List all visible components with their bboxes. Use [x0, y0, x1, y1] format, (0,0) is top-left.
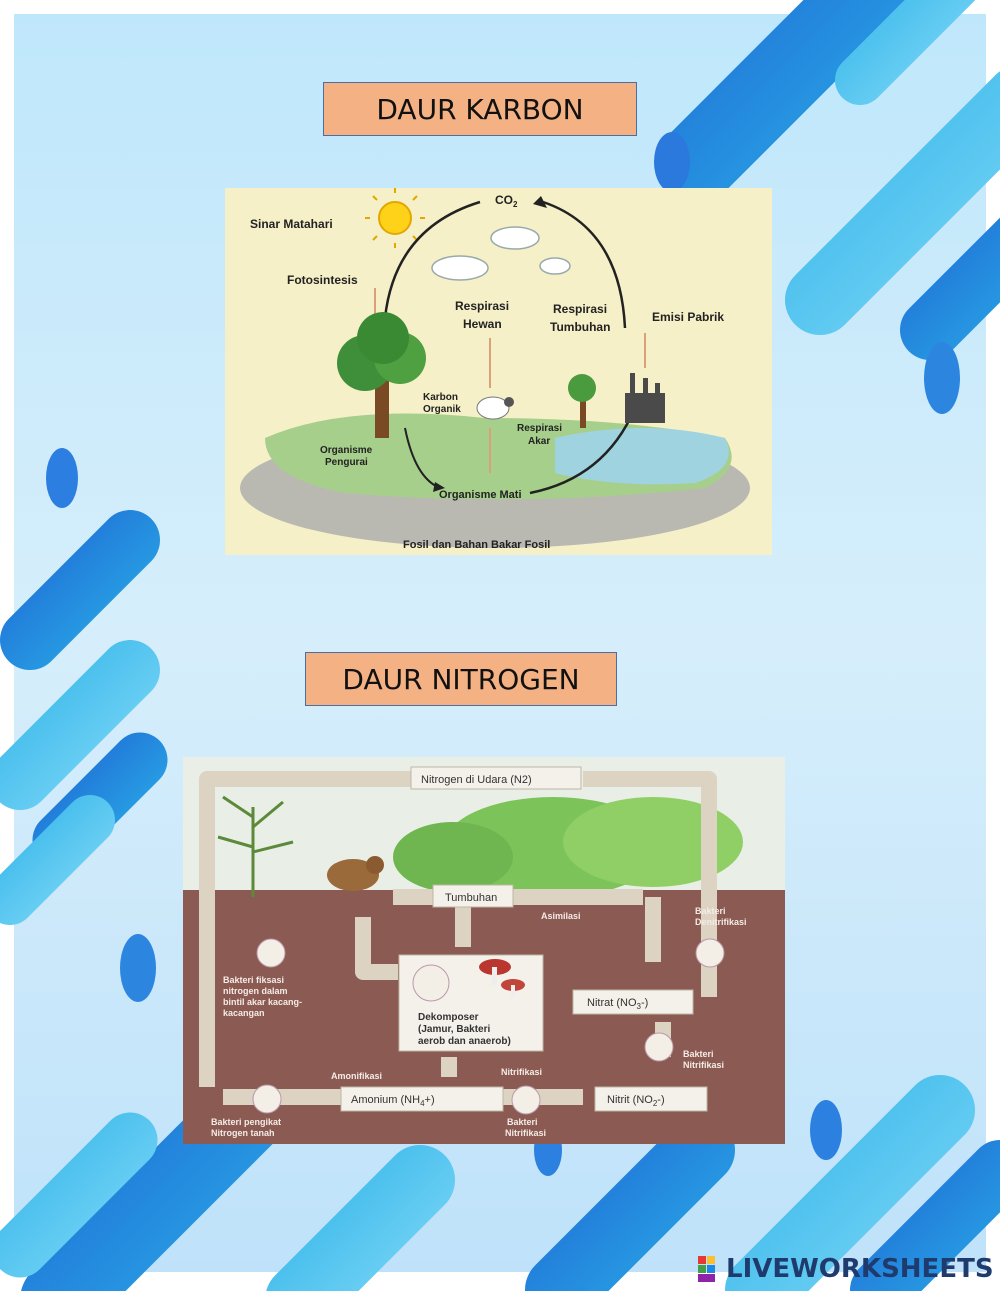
label-bakteri-denitrifikasi-1: Bakteri	[695, 906, 726, 916]
bacteria-icon	[644, 1032, 674, 1062]
bacteria-icon	[256, 938, 286, 968]
label-nitrit: Nitrit (NO2-)	[607, 1094, 665, 1108]
label-organisme-pengurai-1: Organisme	[320, 445, 373, 456]
nitrogen-cycle-svg: Nitrogen di Udara (N2) Tumbuhan Dekompos…	[183, 757, 785, 1144]
label-respirasi-akar-1: Respirasi	[517, 423, 562, 434]
cloud-icon	[431, 226, 571, 281]
mushroom-icon	[479, 959, 525, 997]
title-daur-nitrogen-text: DAUR NITROGEN	[342, 662, 580, 696]
label-bakteri-nitrifikasi-b-2: Nitrifikasi	[683, 1060, 724, 1070]
small-tree-icon	[568, 374, 596, 428]
label-nitrifikasi: Nitrifikasi	[501, 1067, 542, 1077]
bacteria-icon	[252, 1084, 282, 1114]
label-respirasi-hewan-1: Respirasi	[455, 299, 509, 313]
factory-icon	[625, 373, 665, 423]
label-nitrat: Nitrat (NO3-)	[587, 997, 648, 1011]
label-bakteri-fiksasi-3: bintil akar kacang-	[223, 997, 302, 1007]
label-bakteri-fiksasi-2: nitrogen dalam	[223, 986, 288, 996]
label-emisi-pabrik: Emisi Pabrik	[652, 310, 724, 324]
label-tumbuhan: Tumbuhan	[445, 892, 497, 904]
title-daur-karbon: DAUR KARBON	[323, 82, 637, 136]
label-amonifikasi: Amonifikasi	[331, 1071, 382, 1081]
label-respirasi-tumbuhan-1: Respirasi	[553, 302, 607, 316]
label-bakteri-nitrifikasi-b-1: Bakteri	[683, 1049, 714, 1059]
label-fotosintesis: Fotosintesis	[287, 273, 358, 287]
carbon-cycle-diagram: CO2 Sinar Matahari Fotosintesis Respiras…	[225, 188, 772, 555]
carbon-cycle-svg: CO2 Sinar Matahari Fotosintesis Respiras…	[225, 188, 772, 555]
label-bakteri-nitrifikasi-a-1: Bakteri	[507, 1117, 538, 1127]
label-karbon-organik-2: Organik	[423, 404, 461, 415]
tree-icon	[337, 312, 426, 438]
bacteria-icon	[412, 964, 450, 1002]
liveworksheets-logo-text: LIVEWORKSHEETS	[726, 1254, 994, 1284]
label-bakteri-nitrifikasi-a-2: Nitrifikasi	[505, 1128, 546, 1138]
label-karbon-organik-1: Karbon	[423, 392, 458, 403]
label-respirasi-akar-2: Akar	[528, 436, 550, 447]
sun-icon	[365, 188, 425, 248]
label-bakteri-pengikat-1: Bakteri pengikat	[211, 1117, 281, 1127]
label-amonium: Amonium (NH4+)	[351, 1094, 435, 1108]
sheep-icon	[476, 396, 514, 420]
label-bakteri-fiksasi-1: Bakteri fiksasi	[223, 975, 284, 985]
label-organisme-pengurai-2: Pengurai	[325, 457, 368, 468]
rodent-icon	[327, 856, 384, 891]
title-daur-nitrogen: DAUR NITROGEN	[305, 652, 617, 706]
label-respirasi-hewan-2: Hewan	[463, 317, 502, 331]
bacteria-icon	[695, 938, 725, 968]
bacteria-icon	[511, 1085, 541, 1115]
liveworksheets-logo: LIVEWORKSHEETS	[698, 1252, 994, 1286]
label-dekomposer-1: Dekomposer	[418, 1012, 479, 1023]
label-bakteri-fiksasi-4: kacangan	[223, 1008, 265, 1018]
label-nitrogen-udara: Nitrogen di Udara (N2)	[421, 774, 532, 786]
label-sinar-matahari: Sinar Matahari	[250, 217, 333, 231]
arrow-co2-to-tree	[383, 200, 481, 319]
title-daur-karbon-text: DAUR KARBON	[376, 92, 584, 126]
label-organisme-mati: Organisme Mati	[439, 489, 522, 501]
label-dekomposer-2: (Jamur, Bakteri	[418, 1024, 490, 1035]
label-asimilasi: Asimilasi	[541, 911, 581, 921]
label-dekomposer-3: aerob dan anaerob)	[418, 1036, 511, 1047]
nitrogen-cycle-diagram: Nitrogen di Udara (N2) Tumbuhan Dekompos…	[183, 757, 785, 1144]
arrow-to-co2	[542, 200, 627, 329]
label-fosil: Fosil dan Bahan Bakar Fosil	[403, 539, 550, 551]
liveworksheets-logo-icon	[698, 1256, 715, 1282]
label-co2: CO2	[495, 193, 518, 209]
plants-icon	[217, 795, 743, 897]
label-bakteri-pengikat-2: Nitrogen tanah	[211, 1128, 275, 1138]
label-respirasi-tumbuhan-2: Tumbuhan	[550, 320, 610, 334]
label-bakteri-denitrifikasi-2: Denitrifikasi	[695, 917, 747, 927]
